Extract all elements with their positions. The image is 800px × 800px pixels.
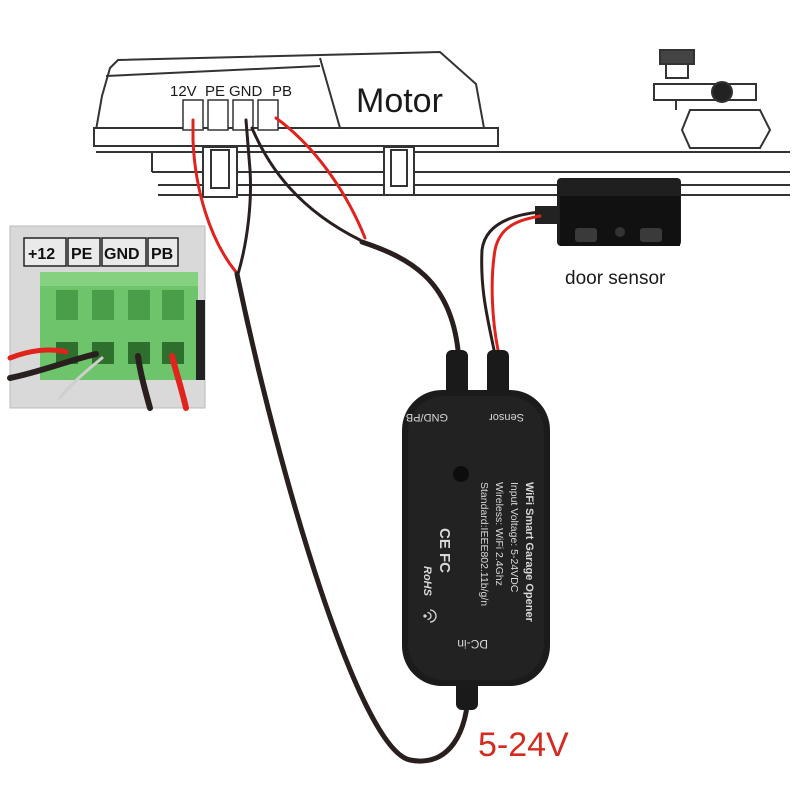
- wire-gndpb-cable: [359, 239, 461, 353]
- controller-dc-in: DC-in: [457, 637, 488, 651]
- motor-terminal-slots: [182, 99, 279, 131]
- motor-terminal-pe: PE: [205, 83, 225, 100]
- wire-pe-black: [250, 126, 362, 242]
- power-label: 5-24V: [478, 726, 569, 764]
- controller-cert-marks: CE FC: [436, 528, 453, 573]
- door-sensor-label: door sensor: [565, 268, 666, 289]
- controller-title: WiFi Smart Garage Opener: [523, 482, 535, 623]
- trolley: [653, 49, 772, 149]
- controller-box: [402, 390, 550, 686]
- wire-pb-red: [274, 116, 367, 240]
- motor-brackets: [202, 146, 415, 198]
- controller-input-voltage: Input Voltage: 5-24VDC: [508, 482, 520, 593]
- motor-title: Motor: [356, 82, 443, 120]
- inset-label-pe: PE: [71, 246, 93, 263]
- wifi-icon: [423, 609, 437, 623]
- controller-port-gndpb: GND/PB: [406, 411, 448, 423]
- wire-sensor-black: [480, 210, 542, 352]
- wire-sensor-red: [490, 214, 542, 352]
- inset-label-gnd: GND: [104, 246, 140, 263]
- door-sensor: [535, 178, 681, 246]
- controller-rohs: RoHS: [421, 566, 433, 597]
- motor-terminal-gnd: GND: [229, 83, 263, 100]
- inset-terminal-photo: +12 PE GND PB: [7, 225, 206, 411]
- cable-strain-reliefs: [446, 350, 509, 710]
- inset-label-pb: PB: [151, 246, 173, 263]
- motor-terminal-pb: PB: [272, 83, 292, 100]
- wire-power-cable: [234, 271, 471, 764]
- wires: [191, 116, 542, 764]
- wire-12v-red: [191, 118, 238, 274]
- inset-label-plus12: +12: [28, 246, 55, 263]
- controller-port-sensor: Sensor: [489, 411, 524, 423]
- controller-wireless: Wireless: WiFi 2.4Ghz: [493, 482, 505, 586]
- motor-terminal-12v: 12V: [170, 83, 197, 100]
- wire-gnd-black: [236, 118, 252, 276]
- controller-standard: Standard:IEEE802.11b/g/n: [478, 482, 490, 606]
- status-led: [453, 466, 469, 482]
